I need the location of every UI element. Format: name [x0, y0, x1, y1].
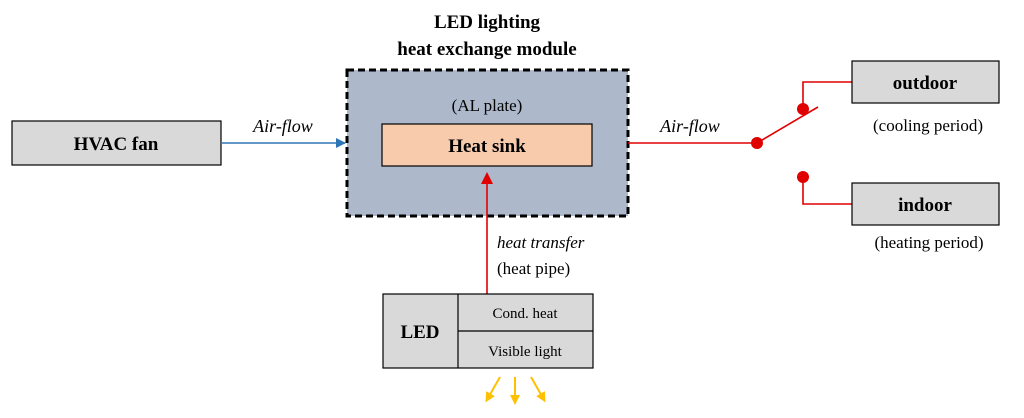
heating-period-label: (heating period) [874, 233, 983, 252]
heat-sink-box [381, 123, 593, 167]
module-title-line1: LED lighting [434, 12, 541, 33]
hvac-fan-label: HVAC fan [74, 134, 159, 155]
al-plate-label: (AL plate) [452, 96, 523, 115]
led-label: LED [400, 322, 439, 343]
indoor-connector-line [802, 177, 852, 205]
switch-lever [756, 106, 819, 144]
outdoor-box [851, 60, 1000, 104]
heat-transfer-label: heat transfer [497, 233, 585, 252]
airflow-out-label: Air-flow [659, 116, 720, 136]
airflow-in-label: Air-flow [252, 116, 313, 136]
heat-pipe-label: (heat pipe) [497, 259, 570, 278]
module-title-line2: heat exchange module [397, 39, 576, 60]
light-ray-right [530, 376, 546, 403]
light-ray-left [485, 376, 501, 403]
indoor-box [851, 182, 1000, 226]
heat-sink-label: Heat sink [448, 136, 526, 157]
outdoor-label: outdoor [893, 73, 958, 94]
cooling-period-label: (cooling period) [873, 116, 983, 135]
outdoor-connector-line [802, 81, 852, 109]
hvac-fan-box [11, 120, 222, 166]
cond-heat-label: Cond. heat [493, 306, 559, 322]
visible-light-label: Visible light [488, 344, 563, 360]
indoor-label: indoor [898, 195, 952, 216]
